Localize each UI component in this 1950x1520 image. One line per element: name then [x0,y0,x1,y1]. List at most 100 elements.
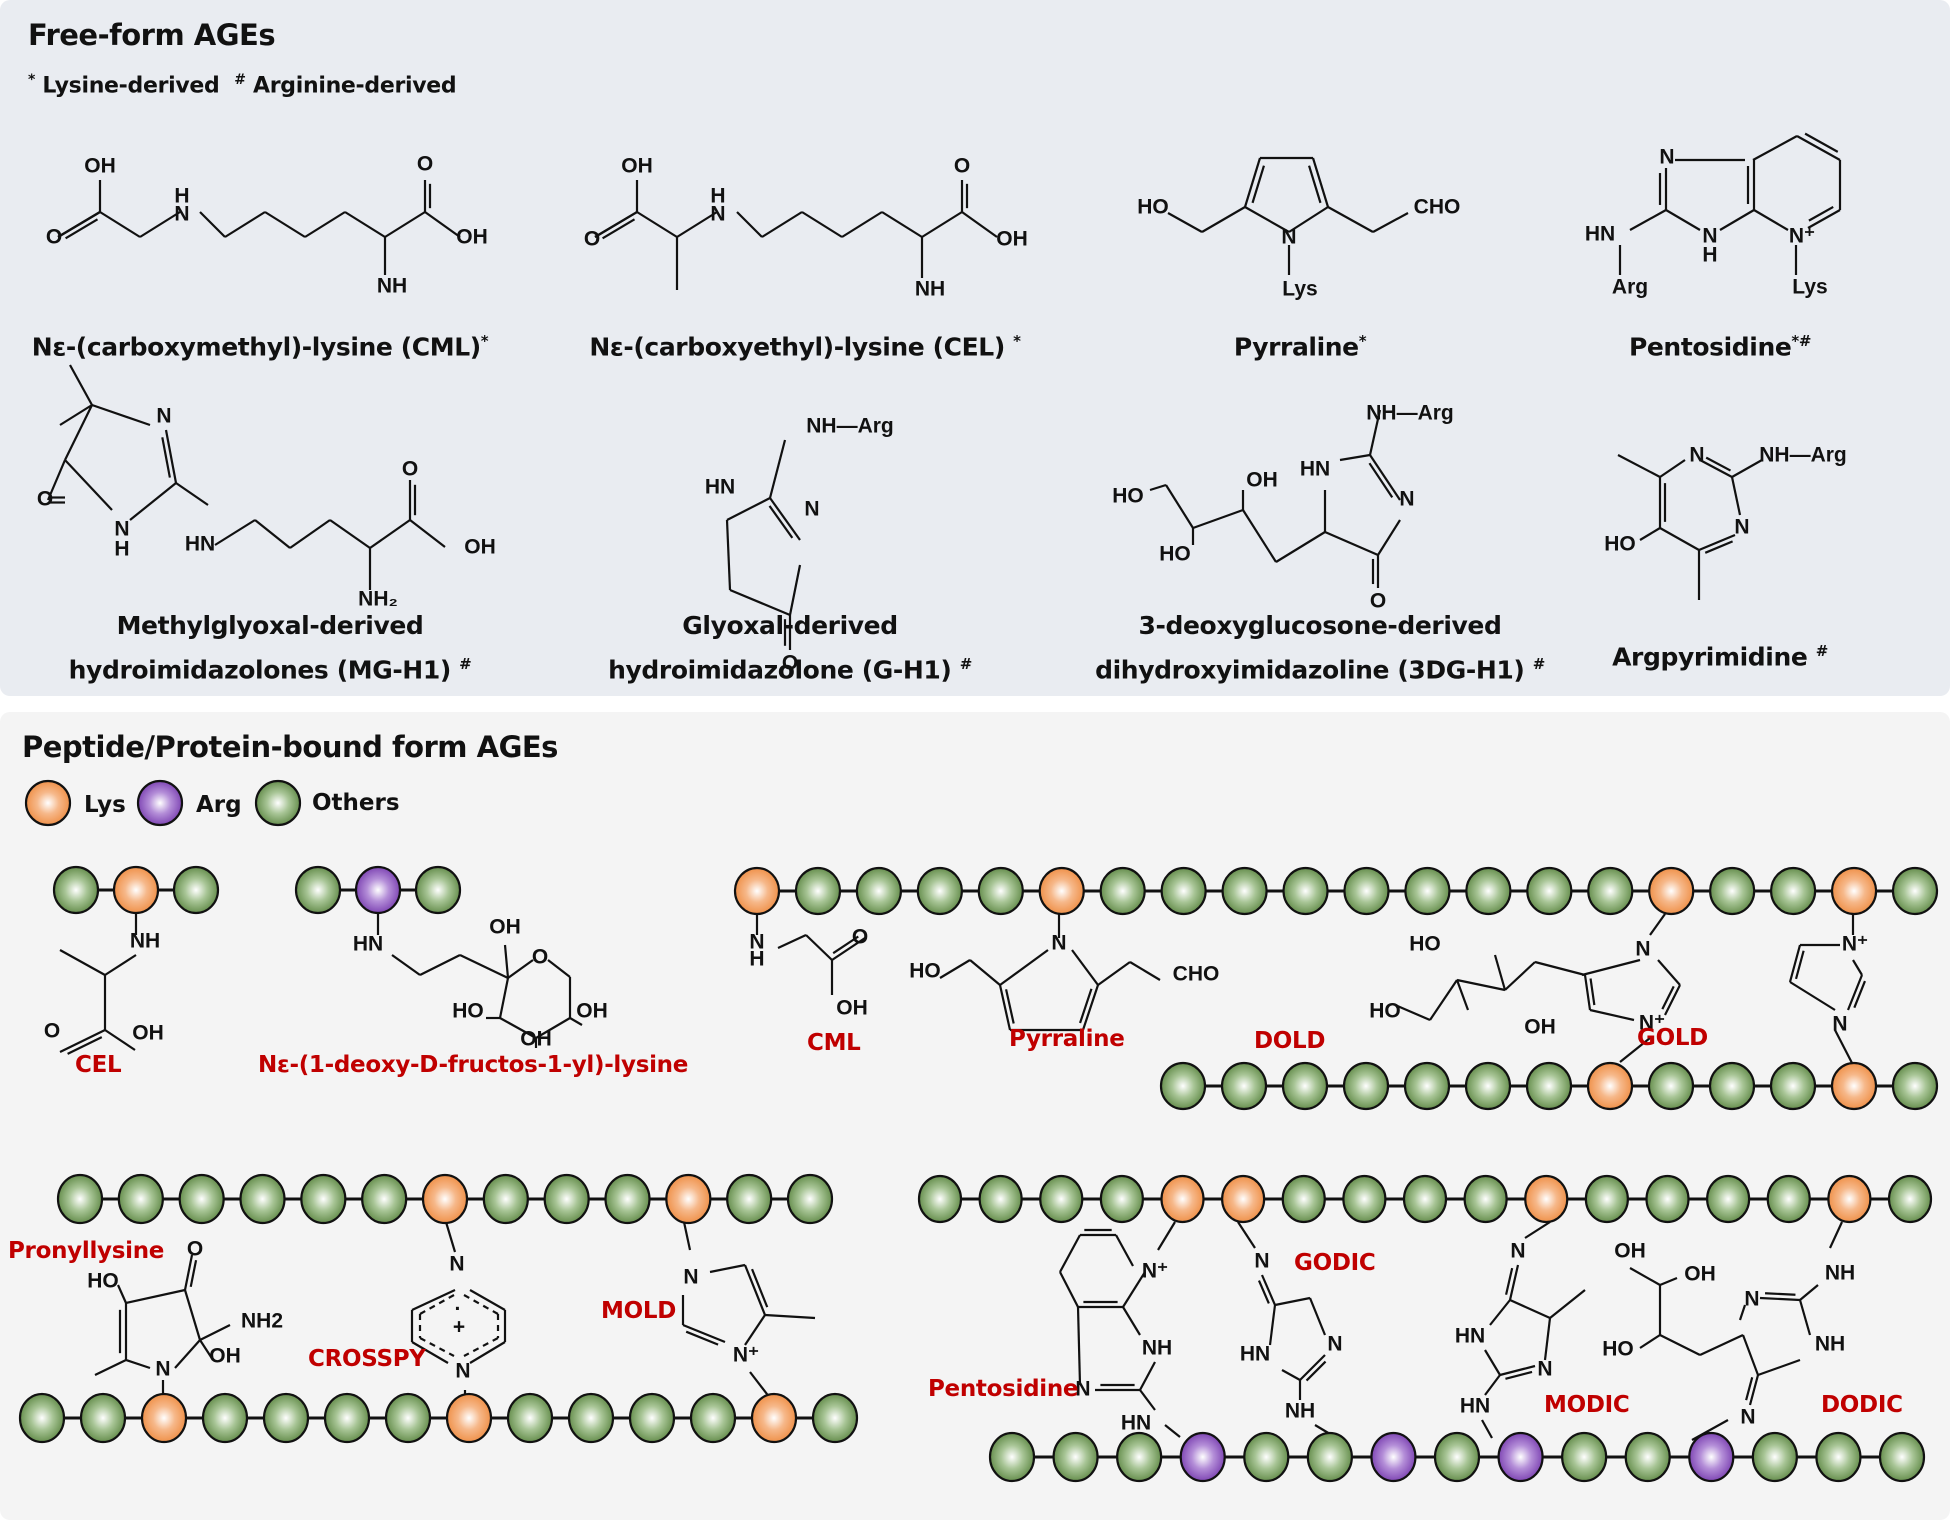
atom-label: N [1510,1240,1525,1263]
bond [1372,212,1409,233]
bond [1129,961,1161,981]
bond [1484,1374,1501,1396]
atom-label: NH [377,275,407,298]
atom-label: OH [576,1000,608,1023]
arg-residue [354,865,402,915]
atom-label: HO [452,1000,484,1023]
other-residue [1281,1061,1329,1111]
double-bond [1005,989,1015,1024]
atom-label: OH [996,228,1028,251]
double-bond [768,505,794,539]
bond [801,211,843,238]
atom-label: NH [1825,1262,1855,1285]
atom-label: HO [1112,485,1144,508]
bond [1059,1234,1081,1273]
atom-label: N⁺ [1842,933,1868,956]
double-bond [1846,974,1864,1011]
bond [91,403,151,427]
atom-label: OH [464,536,496,559]
bond [1657,959,1681,986]
atom-label: N [1734,516,1749,539]
bond [1581,958,1641,977]
caption-pentosidine: Pentosidine*# [1628,332,1812,362]
bond [777,934,807,949]
double-bond [1853,980,1866,1009]
bond [636,211,678,238]
atom-label: O [852,926,868,949]
lys-residue [1648,866,1695,916]
lys-residue [1830,1061,1878,1111]
arg-residue [1688,1431,1735,1483]
other-residue [1815,1431,1862,1483]
label-modic: MODIC [1544,1392,1630,1418]
double-bond [1759,1296,1801,1302]
atom-label: H [749,948,764,971]
double-bond [682,1323,726,1344]
double-bond [59,1029,106,1053]
bond [174,1339,201,1369]
bond [369,519,411,549]
other-residue [726,1173,773,1225]
bond [1799,1284,1819,1301]
bond [183,1289,202,1341]
other-residue [1891,866,1939,916]
bond [1639,527,1661,541]
other-residue [977,866,1024,916]
bond [1281,1369,1301,1381]
bond [64,459,113,511]
bond [469,1289,506,1311]
atom-label: HN [1455,1325,1485,1348]
other-residue [1160,866,1207,916]
other-residue [18,1392,66,1444]
bond [535,1017,571,1039]
atom-label: HO [1369,1000,1401,1023]
bond [881,211,923,238]
bond [507,959,534,979]
double-bond [1499,1364,1536,1377]
other-residue [506,1392,554,1444]
double-bond [1079,988,1093,1024]
bond [498,977,510,1019]
double-bond [1243,157,1262,208]
atom-label: H [710,185,725,208]
bond [199,1339,214,1361]
double-bond [751,1268,769,1308]
arginine-derived-label: Arginine-derived [253,73,457,99]
atom-label: Lys [1792,276,1827,299]
bond [1757,1358,1801,1377]
atom-label: HO [1409,933,1441,956]
legend-arg-bead [136,779,184,827]
atom-label: H [114,538,129,561]
bond [116,1284,128,1304]
bond [725,519,732,591]
atom-label: N [710,203,725,226]
bond [1741,1334,1760,1376]
atom-label: OH [209,1345,241,1368]
bond [1699,1334,1744,1356]
bond [469,1341,506,1364]
atom-label: O [532,946,548,969]
double-bond [685,1330,719,1346]
other-residue [56,1173,104,1225]
other-residue [786,1173,834,1225]
other-residue [811,1392,859,1444]
bond [1629,1267,1661,1286]
bond [1619,1037,1651,1063]
label-crosspy: CROSSPY [308,1346,426,1372]
lys-residue [1221,1174,1266,1224]
atom-label: N [749,931,764,954]
atom-label: Arg [1612,276,1648,299]
atom-label: OH [836,997,868,1020]
double-bond [1745,1377,1754,1401]
atom-label: CHO [1173,963,1220,986]
other-residue [1561,1431,1608,1483]
bond [761,211,803,238]
aromatic-bond [463,1294,499,1315]
atom-label: N [1740,1406,1755,1429]
atom-label: HN [1240,1343,1270,1366]
bond [676,211,718,238]
bond [104,954,137,976]
bond [1798,1299,1812,1336]
double-bond [1299,1354,1326,1381]
